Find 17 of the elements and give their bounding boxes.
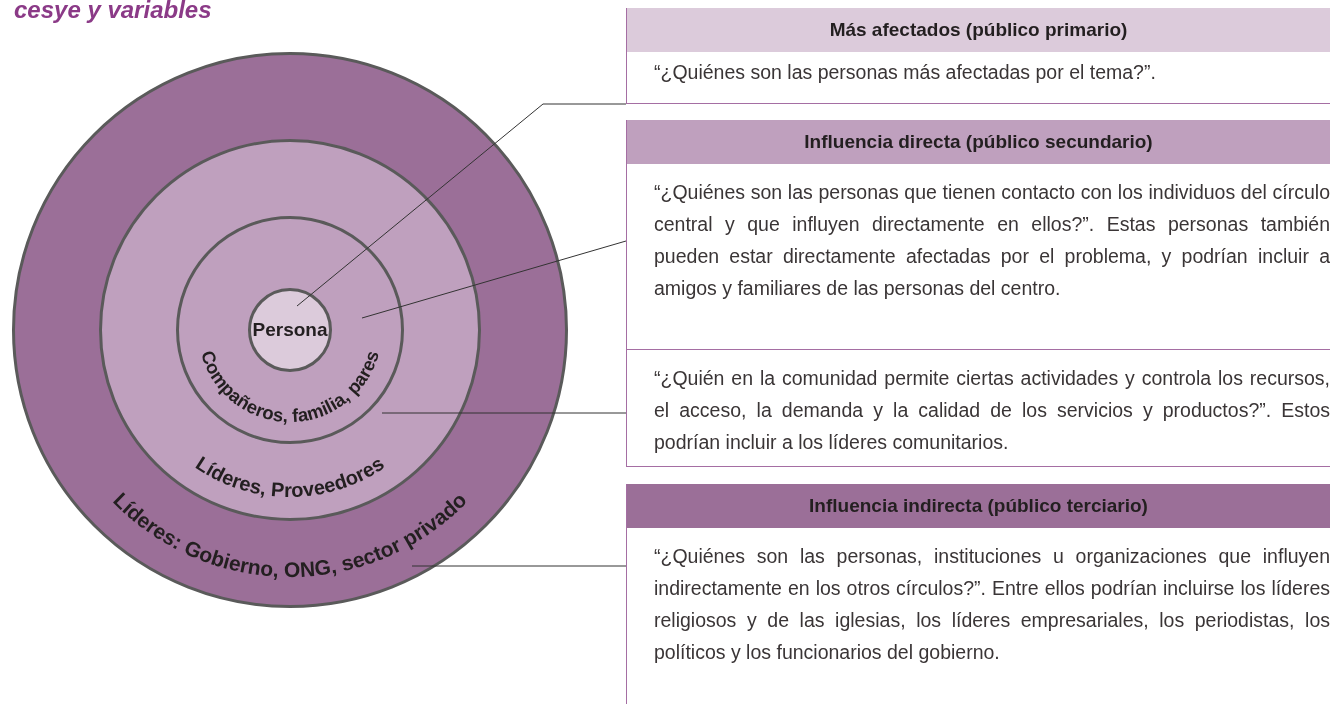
leader-line (296, 103, 627, 307)
center-label: Persona (251, 319, 329, 341)
title: cesye y variables (14, 0, 212, 24)
info-card (626, 350, 1330, 467)
header-bar: Más afectados (público primario) (627, 8, 1330, 52)
info-card (626, 120, 1330, 350)
leader-line (411, 565, 627, 567)
info-card (626, 484, 1330, 704)
description-text: “¿Quiénes son las personas más afectadas por el tema?”. (653, 60, 1157, 85)
description-text: “¿Quiénes son las personas que tienen contacto con los individuos del círculo central y que influyen directamente en ellos?”. Estas personas también pueden estar directamente afectadas por el problema, y podrían incluir a amigos y familiares de las personas del centro. (653, 180, 1330, 301)
header-bar: Influencia indirecta (público terciario) (627, 484, 1330, 528)
description-text: “¿Quién en la comunidad permite ciertas actividades y controla los recursos, el acceso, la demanda y la calidad de los servicios y productos?”. Estos podrían incluir a los líderes comunitarios. (653, 366, 1330, 455)
info-card (626, 8, 1330, 104)
leader-line (381, 412, 627, 414)
header-bar: Influencia directa (público secundario) (627, 120, 1330, 164)
description-text: “¿Quiénes son las personas, instituciones u organizaciones que influyen indirectamente en los otros círculos?”. Entre ellos podrían incluirse los líderes religiosos y de las iglesias, los líderes empresariales, los periodistas, los políticos y los funcionarios del gobierno. (653, 544, 1330, 665)
leader-line (361, 240, 627, 319)
